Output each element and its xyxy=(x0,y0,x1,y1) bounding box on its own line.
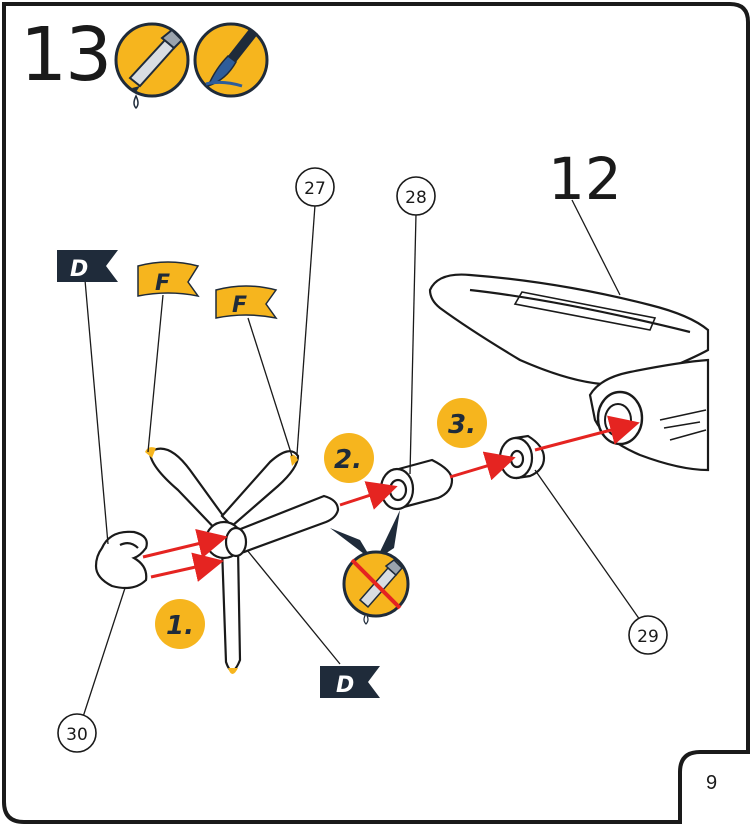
order-step-1-label: 1. xyxy=(166,611,194,641)
flag-d-bottom: D xyxy=(320,666,380,698)
flag-d-bottom-label: D xyxy=(336,673,354,698)
flag-f-left-label: F xyxy=(155,271,170,296)
assembly-arrows xyxy=(142,415,640,582)
washer-part-29 xyxy=(498,434,546,480)
order-step-1: 1. xyxy=(155,599,205,649)
order-step-2-label: 2. xyxy=(334,445,362,475)
spinner-part-30 xyxy=(94,530,148,590)
order-step-2: 2. xyxy=(324,433,374,483)
paint-brush-icon xyxy=(193,22,269,98)
part-callout-29-label: 29 xyxy=(637,627,659,647)
flag-d-top-label: D xyxy=(70,257,88,282)
page-frame xyxy=(2,2,750,824)
part-callout-28: 28 xyxy=(396,176,436,216)
assembly-label-12: 12 xyxy=(548,145,622,213)
part-callout-30-label: 30 xyxy=(66,725,88,745)
part-callout-28-label: 28 xyxy=(405,188,427,208)
no-glue-icon xyxy=(330,510,410,625)
order-step-3: 3. xyxy=(437,398,487,448)
flag-f-right-label: F xyxy=(232,293,247,318)
flag-f-right: F xyxy=(215,285,278,320)
part-callout-29: 29 xyxy=(628,615,668,655)
page-number: 9 xyxy=(706,772,718,794)
glue-icon xyxy=(114,22,190,110)
part-callout-27: 27 xyxy=(295,167,335,207)
flag-d-top: D xyxy=(57,250,118,282)
step-number: 13 xyxy=(20,12,112,98)
order-step-3-label: 3. xyxy=(448,410,476,440)
part-callout-30: 30 xyxy=(57,713,97,753)
shaft-part-28 xyxy=(379,458,454,511)
leader-lines xyxy=(81,199,641,721)
flag-f-left: F xyxy=(137,261,200,298)
part-callout-27-label: 27 xyxy=(304,179,326,199)
